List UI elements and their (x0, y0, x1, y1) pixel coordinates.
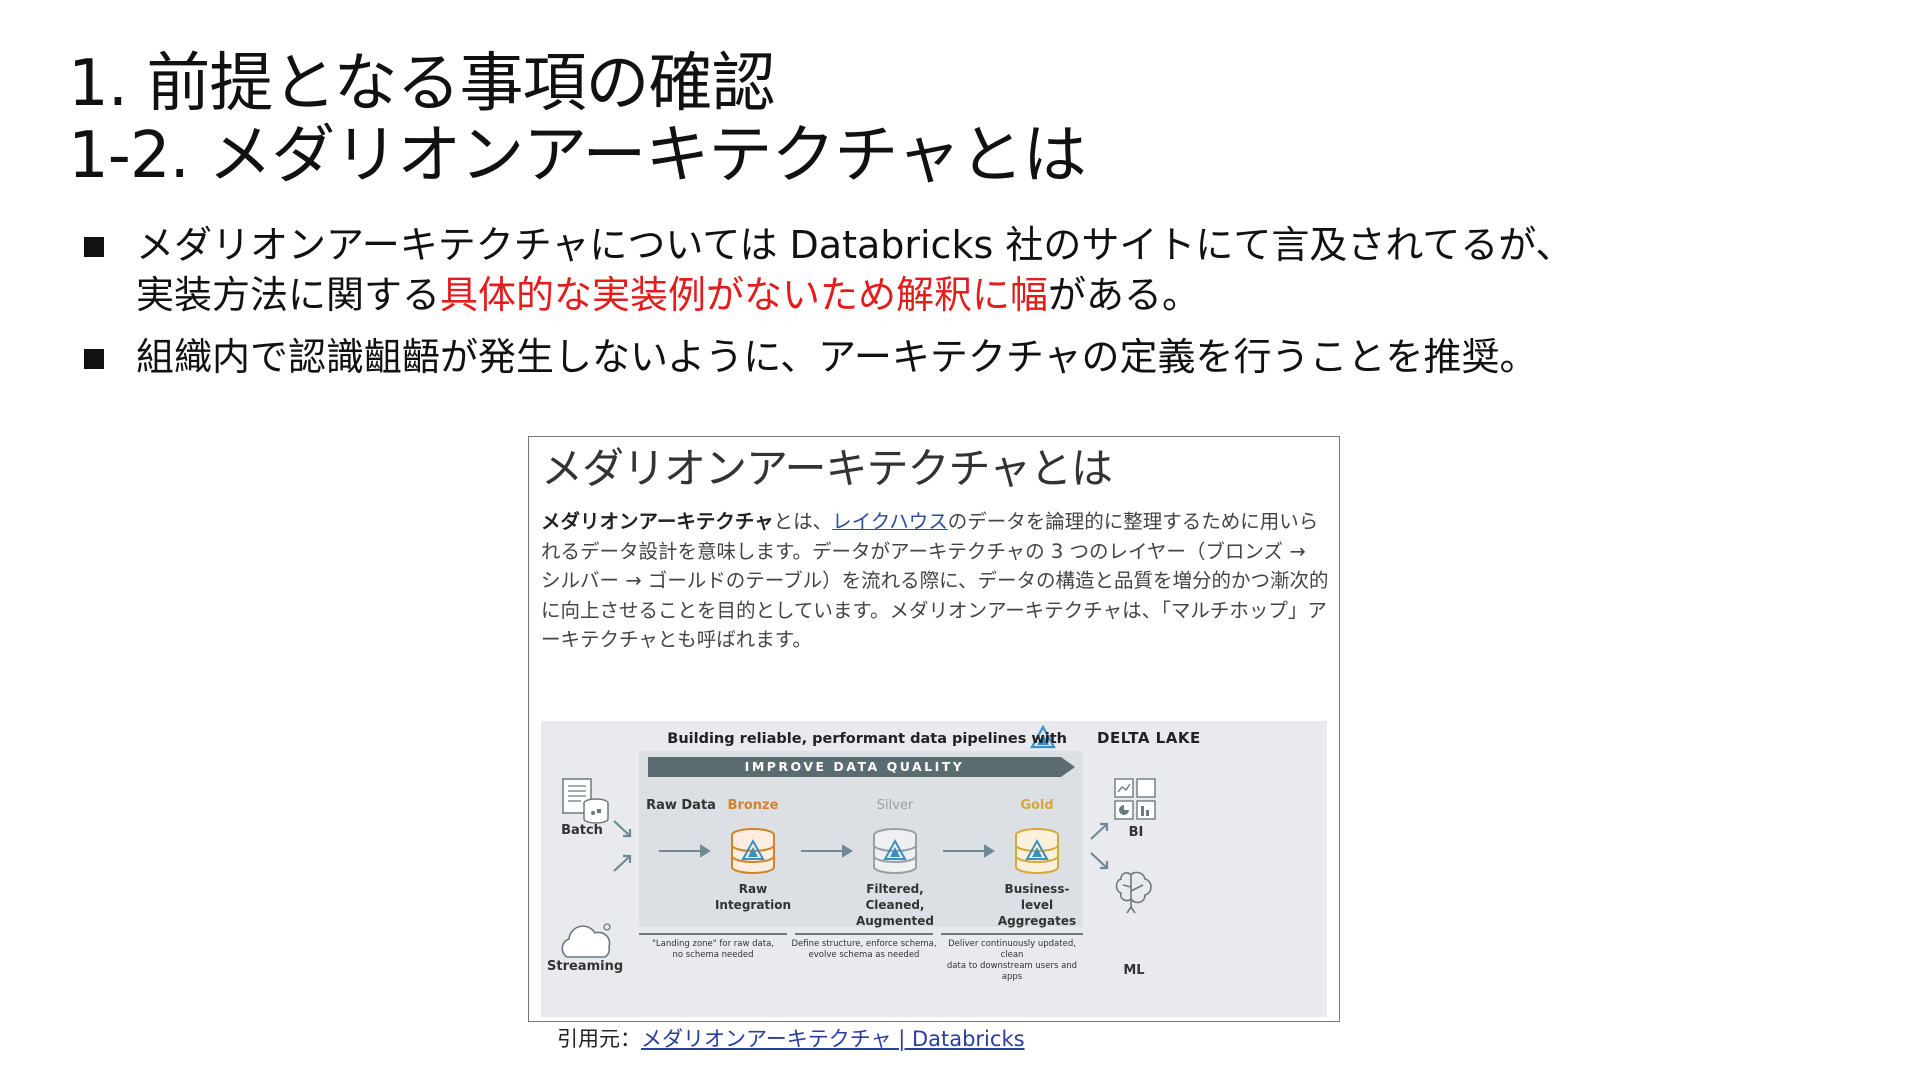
batch-label: Batch (561, 823, 603, 838)
bronze-database-icon (731, 828, 775, 874)
bronze-description: Raw Integration (714, 882, 792, 912)
silver-description: Filtered, Cleaned, Augmented (855, 882, 935, 928)
silver-label: Silver (876, 798, 914, 813)
flow-arrows (659, 844, 995, 858)
bullet-1-line-2: 実装方法に関する具体的な実装例がないため解釈に幅がある。 (136, 270, 1784, 320)
figure-bold-term: メダリオンアーキテクチャ (541, 510, 774, 533)
title-line-1: 1. 前提となる事項の確認 (68, 47, 775, 121)
streaming-cloud-icon (561, 923, 611, 958)
bronze-label: Bronze (727, 798, 779, 813)
delta-lake-brand: DELTA LAKE (1097, 729, 1201, 747)
ml-brain-icon (1115, 871, 1152, 914)
slide-title: 1. 前提となる事項の確認 1-2. メダリオンアーキテクチャとは (68, 47, 1087, 193)
ml-label: ML (1123, 963, 1145, 978)
source-arrows (613, 820, 632, 872)
bullet-square-icon (84, 349, 104, 369)
bullet-item-2: 組織内で認識齟齬が発生しないように、アーキテクチャの定義を行うことを推奨。 (84, 332, 1784, 382)
bullet-square-icon (84, 237, 104, 257)
batch-icon (562, 778, 609, 824)
streaming-label: Streaming (547, 959, 624, 974)
bronze-footnote: "Landing zone" for raw data, no schema n… (652, 939, 774, 960)
silver-footnote: Define structure, enforce schema, evolve… (791, 939, 937, 960)
figure-text-1: とは、 (773, 510, 833, 533)
bullet-list: メダリオンアーキテクチャについては Databricks 社のサイトにて言及され… (84, 220, 1784, 394)
medallion-diagram: Building reliable, performant data pipel… (541, 721, 1327, 1017)
bi-label: BI (1128, 825, 1144, 840)
gold-database-icon (1015, 828, 1059, 874)
banner-label: IMPROVE DATA QUALITY (744, 759, 965, 774)
bullet-item-1: メダリオンアーキテクチャについては Databricks 社のサイトにて言及され… (84, 220, 1784, 320)
gold-footnote: Deliver continuously updated, clean data… (946, 939, 1078, 982)
diagram-graphics (561, 724, 1156, 958)
output-arrows (1090, 822, 1109, 870)
source-caption: 引用元：メダリオンアーキテクチャ | Databricks (557, 1024, 1025, 1054)
figure-heading: メダリオンアーキテクチャとは (541, 444, 1113, 493)
diagram-title: Building reliable, performant data pipel… (541, 727, 1327, 750)
source-link[interactable]: メダリオンアーキテクチャ | Databricks (641, 1027, 1025, 1051)
bullet-1-highlight: 具体的な実装例がないため解釈に幅 (440, 273, 1049, 317)
bullet-1-suffix: がある。 (1048, 273, 1201, 317)
lakehouse-link[interactable]: レイクハウス (832, 510, 948, 533)
figure-paragraph: メダリオンアーキテクチャとは、レイクハウスのデータを論理的に整理するために用いら… (541, 507, 1331, 655)
silver-database-icon (873, 828, 917, 874)
improve-quality-banner (648, 757, 1075, 777)
delta-lake-icon (1030, 724, 1056, 749)
figure-text-2: のデータを論理的に整理するために用いられるデータ設計を意味します。データがアーキ… (541, 510, 1329, 651)
pipeline-panel (639, 751, 1083, 927)
caption-prefix: 引用元： (557, 1027, 641, 1051)
bi-chart-icon (1114, 778, 1156, 820)
gold-label: Gold (1020, 798, 1054, 813)
diagram-title-text: Building reliable, performant data pipel… (667, 731, 1067, 747)
bullet-2-text: 組織内で認識齟齬が発生しないように、アーキテクチャの定義を行うことを推奨。 (136, 335, 1538, 379)
bullet-1-line-1: メダリオンアーキテクチャについては Databricks 社のサイトにて言及され… (136, 223, 1574, 267)
quoted-figure: メダリオンアーキテクチャとは メダリオンアーキテクチャとは、レイクハウスのデータ… (528, 436, 1340, 1022)
raw-data-label: Raw Data (646, 798, 716, 813)
bullet-1-prefix: 実装方法に関する (136, 273, 441, 317)
gold-description: Business- level Aggregates (997, 882, 1077, 928)
title-line-2: 1-2. メダリオンアーキテクチャとは (68, 119, 1087, 193)
